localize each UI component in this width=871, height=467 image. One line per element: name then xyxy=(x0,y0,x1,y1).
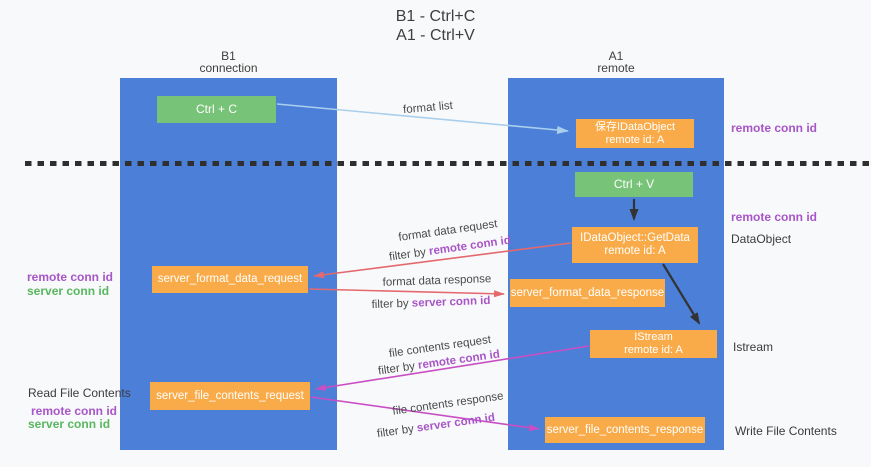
format-list-label: format list xyxy=(402,99,454,117)
istream-line2: remote id: A xyxy=(624,344,683,356)
column-a1-name: A1 xyxy=(608,49,624,63)
server-file-contents-response-label: server_file_contents_response xyxy=(546,423,704,436)
server-conn-id-label-bottom-left: server conn id xyxy=(28,417,111,431)
dataobject-label: DataObject xyxy=(731,232,792,246)
ctrl-c-box: Ctrl + C xyxy=(157,96,276,123)
column-header-a1: A1 remote xyxy=(508,50,724,74)
server-format-data-response-box: server_format_data_response xyxy=(510,279,665,307)
column-b1-subtitle: connection xyxy=(199,61,258,75)
session-divider-dashed-line xyxy=(25,161,871,166)
filter-by-text: filter by xyxy=(371,297,413,312)
save-idataobject-line1: 保存IDataObject xyxy=(594,120,676,133)
remote-conn-id-label-mid-left: remote conn id xyxy=(27,270,114,284)
ctrl-v-box: Ctrl + V xyxy=(575,172,693,197)
server-file-contents-request-label: server_file_contents_request xyxy=(156,389,304,402)
format-data-response-filter-label: filter by server conn id xyxy=(371,295,490,311)
save-idataobject-box: 保存IDataObject remote id: A xyxy=(576,119,694,148)
column-header-b1: B1 connection xyxy=(120,50,337,74)
format-data-response-label: format data response xyxy=(382,273,492,289)
diagram-title: B1 - Ctrl+C A1 - Ctrl+V xyxy=(0,7,871,45)
getdata-line1: IDataObject::GetData xyxy=(580,232,690,244)
ctrl-v-label: Ctrl + V xyxy=(613,177,655,191)
ctrl-c-label: Ctrl + C xyxy=(195,102,237,116)
server-conn-id-highlight: server conn id xyxy=(416,411,496,435)
title-line-b1: B1 - Ctrl+C xyxy=(395,8,476,25)
column-a1-subtitle: remote xyxy=(597,61,635,75)
format-data-response-arrow xyxy=(308,288,505,298)
istream-line1: IStream xyxy=(634,331,673,343)
write-file-contents-label: Write File Contents xyxy=(735,424,837,438)
server-file-contents-request-box: server_file_contents_request xyxy=(150,382,310,410)
idataobject-getdata-box: IDataObject::GetData remote id: A xyxy=(572,227,698,263)
read-file-contents-label: Read File Contents xyxy=(28,386,131,400)
title-line-a1: A1 - Ctrl+V xyxy=(396,27,475,44)
server-conn-id-label-mid-left: server conn id xyxy=(27,284,110,298)
istream-box: IStream remote id: A xyxy=(590,330,717,358)
save-idataobject-line2: remote id: A xyxy=(605,133,665,146)
server-format-data-response-label: server_format_data_response xyxy=(510,286,665,299)
column-b1-name: B1 xyxy=(221,49,236,63)
getdata-line2: remote id: A xyxy=(604,245,666,257)
server-conn-id-highlight: server conn id xyxy=(411,294,491,310)
server-format-data-request-box: server_format_data_request xyxy=(152,266,308,293)
server-format-data-request-label: server_format_data_request xyxy=(157,273,303,285)
istream-side-label: Istream xyxy=(733,340,774,354)
remote-conn-id-label-mid-right: remote conn id xyxy=(731,210,818,224)
remote-conn-id-label-top-right: remote conn id xyxy=(731,121,818,135)
remote-conn-id-label-bottom-left: remote conn id xyxy=(31,404,118,418)
filter-by-text: filter by xyxy=(377,359,419,378)
filter-by-text: filter by xyxy=(376,422,418,441)
filter-by-text: filter by xyxy=(388,245,430,264)
server-file-contents-response-box: server_file_contents_response xyxy=(545,417,705,443)
